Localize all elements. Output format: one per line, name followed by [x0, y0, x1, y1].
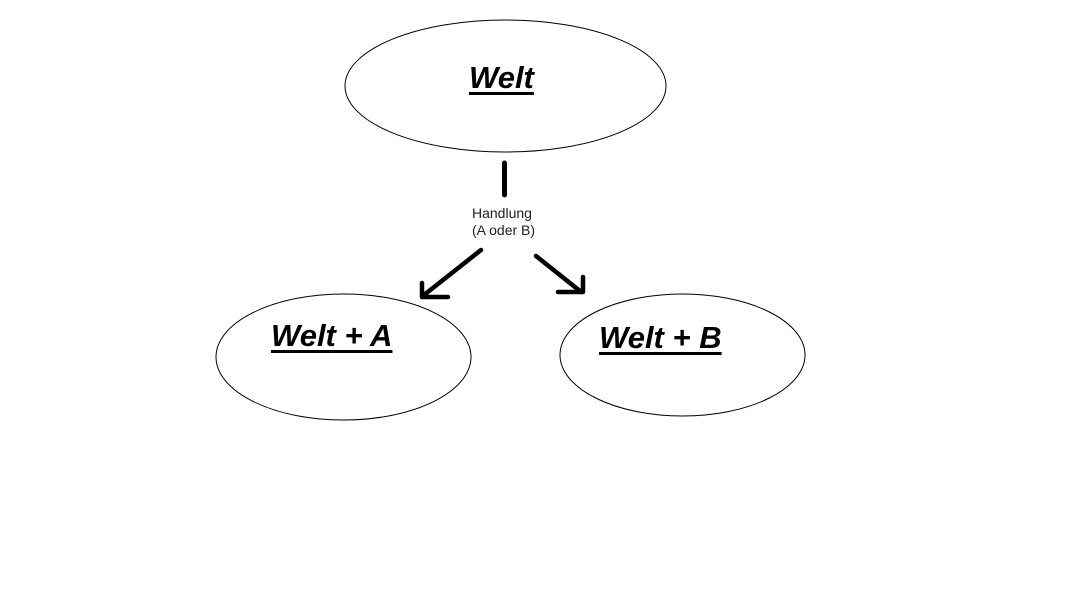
node-b-label: Welt + B [599, 320, 722, 355]
node-root-ellipse [344, 19, 667, 153]
node-a-label: Welt + A [271, 318, 393, 353]
node-b-ellipse [559, 293, 806, 417]
node-root-label: Welt [469, 60, 534, 95]
edge-label-line1: Handlung [472, 205, 532, 221]
edge-label-line2: (A oder B) [472, 222, 536, 238]
edge-label: Handlung (A oder B) [472, 205, 535, 239]
node-a-ellipse [215, 293, 472, 421]
arrow-to-b-icon [533, 253, 586, 295]
arrow-to-a-icon [419, 247, 484, 300]
